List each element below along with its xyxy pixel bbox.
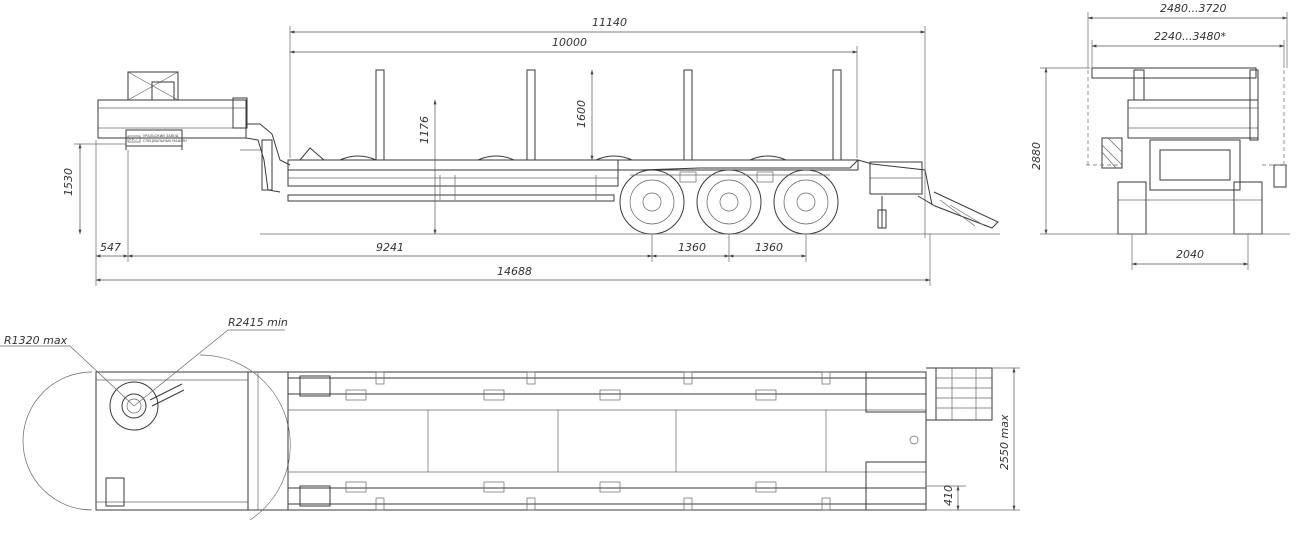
dim-deck-height: 1176 [418, 116, 431, 144]
dim-front-overhang: 547 [100, 241, 121, 254]
side-view: УЗСТ УРАЛЬСКИЙ ЗАВОД СПЕЦИАЛЬНЫХ МАШИН [62, 16, 1000, 286]
dim-track-width: 2040 [1176, 248, 1204, 261]
dim-overall-height: 2880 [1030, 142, 1043, 170]
dim-inner-width: 2240...3480* [1154, 30, 1226, 43]
wheels [619, 169, 839, 235]
dim-overall-length: 14688 [497, 265, 532, 278]
dim-stake-height: 1600 [575, 100, 588, 128]
dim-front-height: 1530 [62, 168, 75, 196]
dim-radius-front: R1320 max [4, 334, 68, 347]
rear-view: 2480...3720 2240...3480* 2880 2040 [1030, 2, 1290, 270]
dim-axle-spacing-2: 1360 [755, 241, 783, 254]
rear-dimensions: 2480...3720 2240...3480* 2880 2040 [1030, 2, 1288, 270]
dim-ramp-width: 410 [942, 485, 955, 506]
deck-fittings [299, 371, 831, 511]
dim-radius-kingpin: R2415 min [228, 316, 288, 329]
rear-ramp [857, 159, 999, 229]
nameplate-line1: УРАЛЬСКИЙ ЗАВОД [143, 133, 179, 138]
dim-kingpin-axle: 9241 [376, 241, 404, 254]
stakes [375, 69, 842, 161]
dim-plan-width: 2550 max [998, 414, 1011, 470]
kingpin [109, 381, 185, 431]
nameplate-logo: УЗСТ [129, 138, 139, 142]
dim-deck-inner: 10000 [552, 36, 587, 49]
main-deck [287, 147, 859, 202]
dim-axle-spacing-1: 1360 [678, 241, 706, 254]
dim-overall-width: 2480...3720 [1160, 2, 1226, 15]
nameplate-line2: СПЕЦИАЛЬНЫХ МАШИН [143, 139, 187, 143]
plan-dimensions: 2550 max 410 [926, 367, 1020, 511]
gooseneck: УЗСТ УРАЛЬСКИЙ ЗАВОД СПЕЦИАЛЬНЫХ МАШИН [97, 71, 291, 193]
plan-view: R1320 max R2415 min [0, 316, 1020, 521]
side-dimensions: 11140 10000 1600 1176 1530 547 [62, 16, 931, 286]
ramps-plan [926, 367, 993, 421]
nameplate: УЗСТ УРАЛЬСКИЙ ЗАВОД СПЕЦИАЛЬНЫХ МАШИН [125, 129, 187, 147]
dim-deck-outer: 11140 [592, 16, 627, 29]
